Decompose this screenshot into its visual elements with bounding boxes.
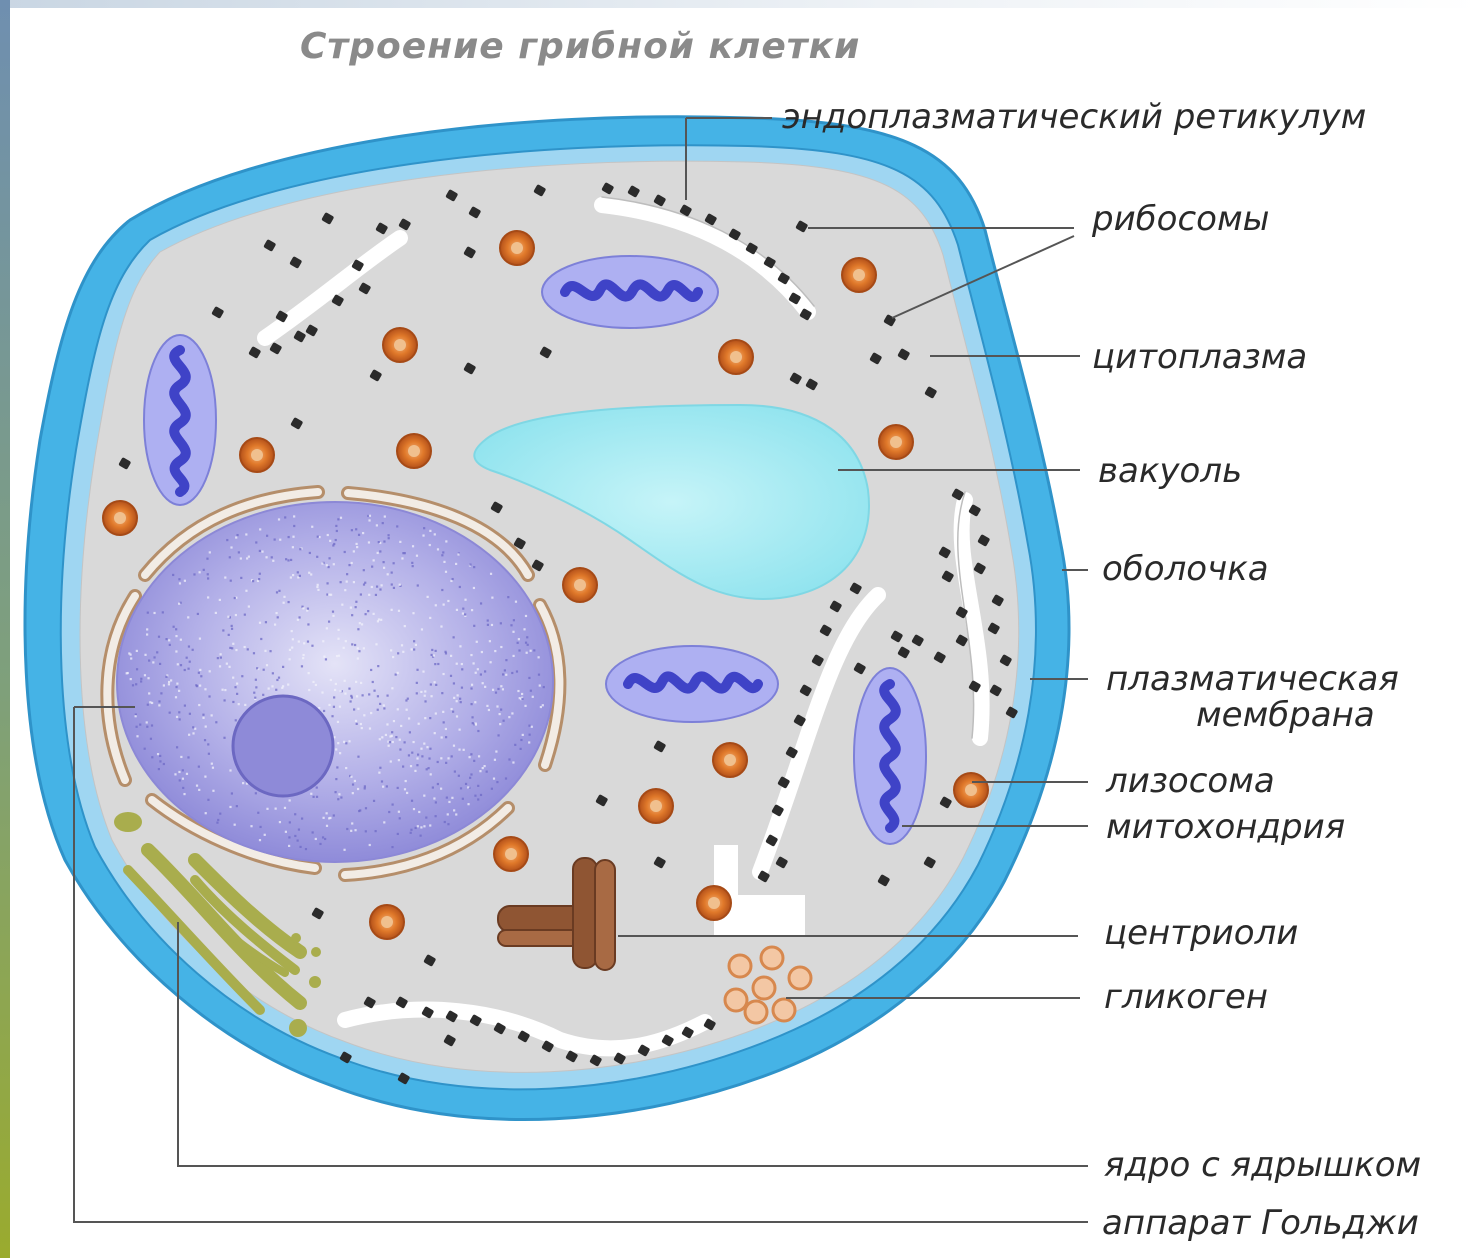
nucleus [117, 502, 553, 862]
label-plasma-membrane-line1: плазматическая [1106, 662, 1399, 696]
label-cell-wall: оболочка [1102, 552, 1269, 586]
label-golgi: аппарат Гольджи [1102, 1206, 1419, 1240]
label-endoplasmic-reticulum: эндоплазматический ретикулум [782, 100, 1366, 134]
label-glycogen: гликоген [1104, 980, 1268, 1014]
nucleolus [233, 696, 333, 796]
mitochondrion-left [144, 335, 216, 505]
label-plasma-membrane-line2: мембрана [1196, 698, 1375, 732]
label-mitochondrion: митохондрия [1106, 810, 1345, 844]
label-vacuole: вакуоль [1098, 454, 1242, 488]
label-ribosomes: рибосомы [1092, 202, 1269, 236]
label-centrioles: центриоли [1104, 916, 1298, 950]
mitochondrion-top [542, 256, 718, 328]
label-lysosome: лизосома [1106, 764, 1275, 798]
mitochondrion-middle [606, 646, 778, 722]
label-nucleus: ядро с ядрышком [1104, 1148, 1421, 1182]
mitochondrion-right [854, 668, 926, 844]
label-cytoplasm: цитоплазма [1092, 340, 1307, 374]
